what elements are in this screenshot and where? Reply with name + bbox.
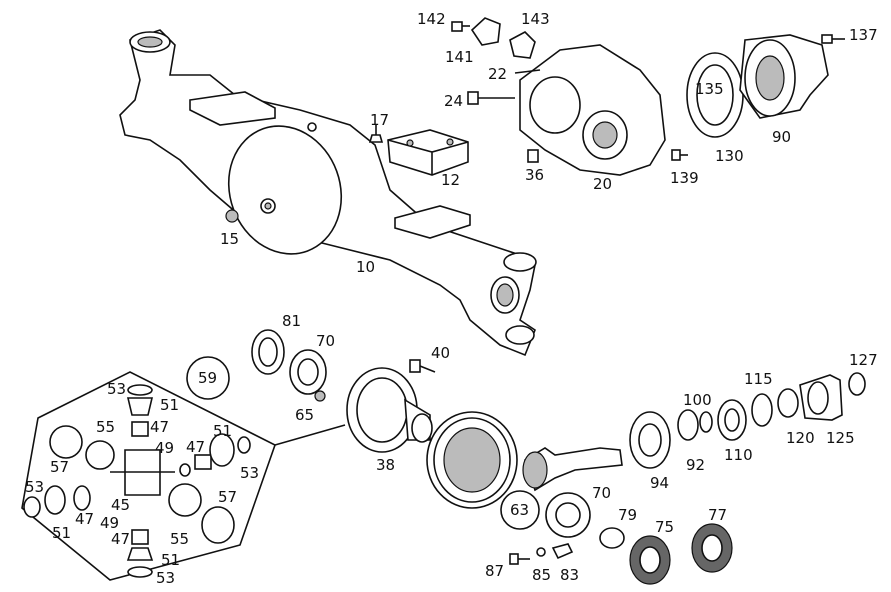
callout-40: 40 <box>431 344 450 362</box>
callout-85: 85 <box>532 566 551 584</box>
callout-65: 65 <box>295 406 314 424</box>
callout-75: 75 <box>655 518 674 536</box>
callout-53-right: 53 <box>240 464 259 482</box>
callout-24: 24 <box>444 92 463 110</box>
pin-36 <box>527 149 539 163</box>
ring-79 <box>599 527 625 549</box>
callout-51-right: 51 <box>213 422 232 440</box>
gasket-130 <box>686 52 744 138</box>
callout-115: 115 <box>744 370 773 388</box>
callout-100: 100 <box>683 391 712 409</box>
callout-92: 92 <box>686 456 705 474</box>
callout-47-right: 47 <box>186 438 205 456</box>
callout-55-lower: 55 <box>170 530 189 548</box>
callout-81: 81 <box>282 312 301 330</box>
bearing-94 <box>629 411 671 469</box>
spring-pad-12 <box>387 129 469 176</box>
bearing-cup-81 <box>251 329 285 375</box>
bolt-24 <box>467 91 515 105</box>
housing-cover-90 <box>739 34 829 119</box>
axle-housing <box>119 29 537 357</box>
callout-53-top: 53 <box>107 380 126 398</box>
callout-51-bottom: 51 <box>161 551 180 569</box>
spacer-92 <box>677 409 699 441</box>
callout-141: 141 <box>445 48 474 66</box>
gear-77 <box>691 523 733 573</box>
callout-137: 137 <box>849 26 878 44</box>
seal-115 <box>751 393 773 427</box>
differential-gears-inset <box>21 356 346 581</box>
bearing-70-upper <box>289 349 327 395</box>
callout-63: 63 <box>510 501 529 519</box>
callout-94: 94 <box>650 474 669 492</box>
callout-83: 83 <box>560 566 579 584</box>
plate-83 <box>551 543 574 560</box>
callout-120: 120 <box>786 429 815 447</box>
carrier-housing-20 <box>519 44 666 176</box>
callout-53-left: 53 <box>25 478 44 496</box>
bearing-110 <box>717 399 747 441</box>
flange-125 <box>799 374 843 421</box>
callout-47-lower: 47 <box>111 530 130 548</box>
callout-47-upper: 47 <box>150 418 169 436</box>
callout-77: 77 <box>708 506 727 524</box>
callout-51-top: 51 <box>160 396 179 414</box>
screw-137 <box>821 34 845 44</box>
pin-22 <box>514 69 541 74</box>
ring-120 <box>777 388 799 418</box>
screw-87 <box>509 553 530 565</box>
nut-127 <box>848 372 866 396</box>
callout-135: 135 <box>695 80 724 98</box>
differential-case-38 <box>346 367 433 453</box>
callout-125: 125 <box>826 429 855 447</box>
callout-38: 38 <box>376 456 395 474</box>
callout-20: 20 <box>593 175 612 193</box>
callout-12: 12 <box>441 171 460 189</box>
callout-79: 79 <box>618 506 637 524</box>
callout-90: 90 <box>772 128 791 146</box>
callout-130: 130 <box>715 147 744 165</box>
callout-70-lower: 70 <box>592 484 611 502</box>
vent-17 <box>368 134 384 143</box>
callout-17: 17 <box>370 111 389 129</box>
callout-142: 142 <box>417 10 446 28</box>
ring-gear <box>426 411 518 509</box>
bolt-40 <box>409 359 436 373</box>
callout-57-left: 57 <box>50 458 69 476</box>
callout-ring-63 <box>500 490 540 530</box>
callout-143: 143 <box>521 10 550 28</box>
part-65 <box>314 390 326 402</box>
plug-15 <box>225 209 239 223</box>
callout-49-upper: 49 <box>155 439 174 457</box>
callout-22: 22 <box>488 65 507 83</box>
callout-110: 110 <box>724 446 753 464</box>
callout-57-right: 57 <box>218 488 237 506</box>
callout-49-lower: 49 <box>100 514 119 532</box>
callout-59: 59 <box>198 369 217 387</box>
callout-127: 127 <box>849 351 878 369</box>
washer-85 <box>536 547 546 557</box>
bearing-70-lower <box>545 492 591 538</box>
callout-45: 45 <box>111 496 130 514</box>
gasket-143 <box>509 31 536 59</box>
callout-53-bottom: 53 <box>156 569 175 587</box>
drive-pinion <box>522 447 623 492</box>
callout-47-left: 47 <box>75 510 94 528</box>
callout-87: 87 <box>485 562 504 580</box>
ring-100 <box>699 411 713 433</box>
screw-139 <box>671 149 688 161</box>
callout-36: 36 <box>525 166 544 184</box>
gear-75 <box>629 535 671 585</box>
callout-51-left: 51 <box>52 524 71 542</box>
callout-70-upper: 70 <box>316 332 335 350</box>
callout-15: 15 <box>220 230 239 248</box>
screw-142 <box>451 21 470 32</box>
callout-10: 10 <box>356 258 375 276</box>
callout-139: 139 <box>670 169 699 187</box>
cover-141 <box>470 17 501 46</box>
callout-55-upper: 55 <box>96 418 115 436</box>
